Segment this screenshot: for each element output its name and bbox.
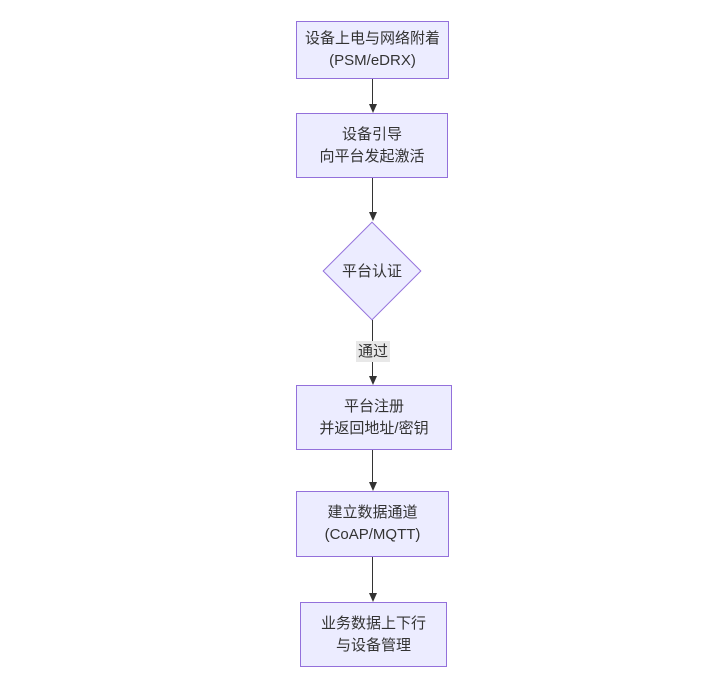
- decision-platform-auth: 平台认证: [322, 221, 422, 320]
- edge-line: [371, 557, 374, 593]
- edge-line: [371, 178, 374, 212]
- connector-arrow-2: [368, 178, 377, 221]
- arrow-down-icon: [368, 376, 377, 385]
- connector-arrow-5: [368, 557, 377, 602]
- node-line: 并返回地址/密钥: [319, 419, 429, 437]
- edge-line: [371, 79, 374, 104]
- node-line: 向平台发起激活: [319, 147, 425, 165]
- node-line: 建立数据通道: [327, 504, 418, 521]
- node-line: 平台注册: [343, 397, 404, 415]
- decision-label: 平台认证: [341, 263, 402, 280]
- node-device-bootstrap: 设备引导 向平台发起激活: [296, 113, 448, 178]
- node-line: 设备上电与网络附着: [304, 30, 440, 47]
- node-platform-register: 平台注册 并返回地址/密钥: [296, 385, 452, 450]
- connector-arrow-4: [368, 450, 377, 491]
- arrow-down-icon: [368, 482, 377, 491]
- arrow-down-icon: [368, 593, 377, 602]
- connector-arrow-1: [368, 79, 377, 113]
- edge-label-pass: 通过: [355, 341, 391, 362]
- node-power-on-network-attach: 设备上电与网络附着 (PSM/eDRX): [296, 21, 449, 79]
- edge-line: [371, 450, 374, 482]
- node-line: 业务数据上下行: [320, 614, 426, 632]
- arrow-down-icon: [368, 212, 377, 221]
- node-line: (PSM/eDRX): [329, 52, 416, 69]
- node-line: 与设备管理: [335, 636, 411, 654]
- node-line: (CoAP/MQTT): [324, 526, 421, 543]
- arrow-down-icon: [368, 104, 377, 113]
- node-data-channel: 建立数据通道 (CoAP/MQTT): [296, 491, 449, 557]
- node-business-data-device-mgmt: 业务数据上下行 与设备管理: [300, 602, 447, 667]
- node-line: 设备引导: [341, 125, 402, 143]
